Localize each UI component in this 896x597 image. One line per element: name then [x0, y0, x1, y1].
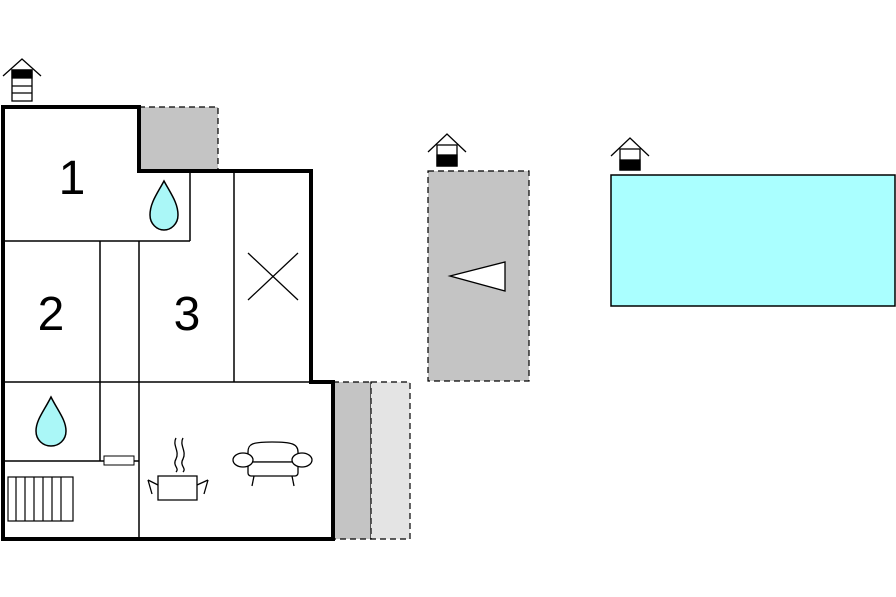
swimming-pool: [610, 174, 896, 307]
floor-level-house-icon: [427, 133, 467, 167]
water-drop-icon: [35, 395, 67, 447]
cross-icon: [247, 252, 299, 301]
terrace-side-dark: [332, 381, 372, 540]
room-1-label: 1: [59, 152, 86, 205]
door-threshold: [103, 455, 135, 466]
room-3-label: 3: [174, 288, 201, 341]
triangle-icon: [447, 261, 506, 292]
floor-level-house-icon: [2, 58, 42, 102]
terrace-side-light: [370, 381, 411, 540]
terrace-top: [138, 106, 219, 172]
floor-level-house-icon: [610, 137, 650, 171]
radiator-icon: [7, 476, 74, 522]
outer-walls: [1, 105, 335, 541]
cooking-pot-icon: [147, 437, 209, 501]
sofa-icon: [232, 441, 313, 487]
room-2-label: 2: [38, 288, 65, 341]
water-drop-icon: [149, 179, 179, 231]
